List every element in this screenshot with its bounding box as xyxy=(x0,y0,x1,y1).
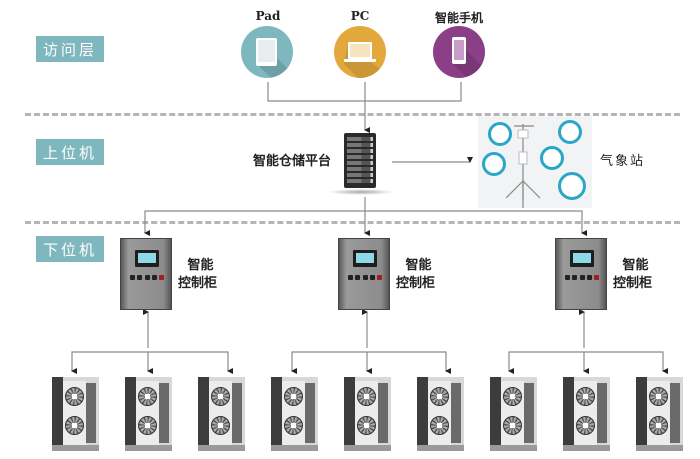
control-cabinet-2 xyxy=(338,238,390,310)
outdoor-ac-unit-icon xyxy=(636,377,683,451)
smartphone-device xyxy=(433,26,485,78)
controller-1-label-line1: 智能 xyxy=(187,258,214,273)
smartphone-icon xyxy=(452,37,485,78)
cabinet-screen xyxy=(135,250,159,267)
controller-2-label-line1: 智能 xyxy=(405,258,432,273)
controller-1-label: 智能 控制柜 xyxy=(178,257,217,293)
outdoor-ac-unit-icon xyxy=(198,377,245,451)
cabinet-screen xyxy=(570,250,594,267)
outdoor-ac-unit-icon xyxy=(271,377,318,451)
outdoor-ac-unit-icon xyxy=(125,377,172,451)
controller-1-unit-lines xyxy=(71,309,233,374)
tablet-icon xyxy=(256,38,293,78)
controller-2-label: 智能 控制柜 xyxy=(396,257,435,293)
weather-station-label: 气象站 xyxy=(600,154,646,169)
control-cabinet-1 xyxy=(120,238,172,310)
pc-device xyxy=(334,26,386,78)
outdoor-ac-unit-icon xyxy=(52,377,99,451)
device-label-pc: PC xyxy=(350,9,370,23)
controller-3-label-line1: 智能 xyxy=(622,258,649,273)
controller-1-label-line2: 控制柜 xyxy=(178,276,218,291)
outdoor-ac-unit-icon xyxy=(563,377,610,451)
pad-device xyxy=(241,26,293,78)
wind-vane-sensor xyxy=(488,122,512,146)
controller-3-label: 智能 控制柜 xyxy=(613,257,652,293)
device-label-smartphone: 智能手机 xyxy=(434,11,483,25)
server-icon xyxy=(344,133,376,188)
weather-station-icon xyxy=(478,116,592,208)
platform-label: 智能仓储平台 xyxy=(253,154,332,169)
server-shadow xyxy=(328,189,394,195)
outdoor-ac-unit-icon xyxy=(490,377,537,451)
layer-divider-2 xyxy=(25,221,680,224)
layer-divider-1 xyxy=(25,113,680,116)
rain-gauge-sensor xyxy=(482,152,506,176)
layer-tag-lower: 下位机 xyxy=(36,236,104,262)
outdoor-ac-unit-icon xyxy=(417,377,464,451)
cabinet-screen xyxy=(353,250,377,267)
layer-tag-access: 访问层 xyxy=(36,36,104,62)
controller-2-label-line2: 控制柜 xyxy=(396,276,436,291)
light-sensor xyxy=(558,172,586,200)
control-cabinet-3 xyxy=(555,238,607,310)
laptop-icon xyxy=(344,42,386,78)
outdoor-ac-unit-icon xyxy=(344,377,391,451)
anemometer-sensor xyxy=(558,120,582,144)
controller-3-label-line2: 控制柜 xyxy=(613,276,653,291)
controller-3-unit-lines xyxy=(508,309,668,374)
device-label-pad: Pad xyxy=(255,9,281,23)
platform-to-controllers-line xyxy=(144,210,587,236)
temp-humidity-sensor xyxy=(540,146,564,170)
controller-2-unit-lines xyxy=(291,309,451,374)
layer-tag-upper: 上位机 xyxy=(36,139,104,165)
